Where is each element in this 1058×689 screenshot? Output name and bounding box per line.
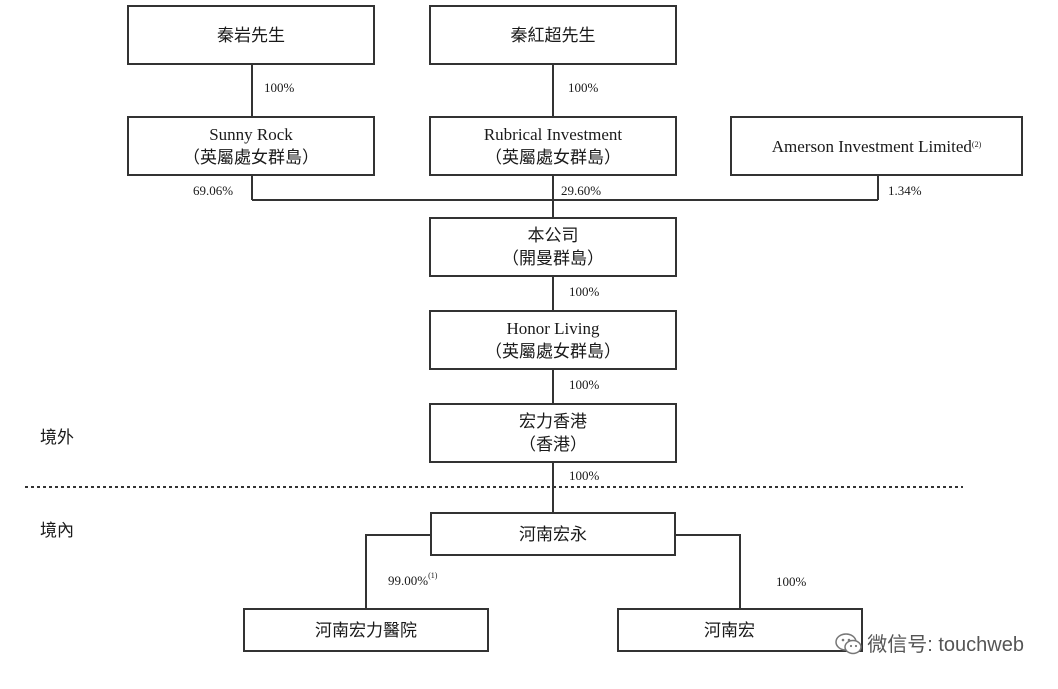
node-rubrical: Rubrical Investment （英屬處女群島）: [429, 116, 677, 176]
node-company: 本公司 （開曼群島）: [429, 217, 677, 277]
zone-offshore-label: 境外: [40, 428, 74, 447]
pct-sunny-company: 69.06%: [193, 183, 234, 198]
line-hongyong-other: [676, 534, 741, 608]
node-henan-hongyong: 河南宏永: [430, 512, 676, 556]
pct-honor-hk: 100%: [569, 377, 600, 392]
node-sunny-rock-name: Sunny Rock: [209, 125, 293, 144]
zone-onshore-label: 境內: [40, 521, 74, 540]
pct-rubrical-company: 29.60%: [561, 183, 602, 198]
node-amerson-name: Amerson Investment Limited(2): [772, 135, 982, 158]
node-qin-yan: 秦岩先生: [127, 5, 375, 65]
line-hongyong-hospital: [365, 534, 430, 608]
pct-qin-hc-rubrical: 100%: [568, 80, 599, 95]
node-henan-hong-other-name: 河南宏: [704, 620, 755, 640]
node-amerson-note: (2): [971, 139, 982, 149]
pct-amerson-company: 1.34%: [888, 183, 922, 198]
node-amerson-text: Amerson Investment Limited: [771, 136, 972, 156]
node-hongli-hk-name: 宏力香港: [519, 412, 587, 431]
node-henan-hospital: 河南宏力醫院: [243, 608, 489, 652]
pct-company-honor: 100%: [569, 284, 600, 299]
node-rubrical-jurisdiction: （英屬處女群島）: [485, 148, 621, 167]
node-honor-living-jurisdiction: （英屬處女群島）: [485, 342, 621, 361]
node-sunny-rock: Sunny Rock （英屬處女群島）: [127, 116, 375, 176]
node-henan-hongyong-name: 河南宏永: [519, 524, 587, 544]
node-qin-hongchao: 秦紅超先生: [429, 5, 677, 65]
watermark-text: 微信号: touchweb: [867, 634, 1024, 656]
node-qin-hongchao-label: 秦紅超先生: [510, 25, 596, 45]
node-amerson: Amerson Investment Limited(2): [730, 116, 1023, 176]
node-company-jurisdiction: （開曼群島）: [502, 249, 604, 268]
pct-hongyong-hospital-value: 99.00%: [388, 573, 429, 588]
pct-hongyong-other: 100%: [776, 574, 807, 589]
pct-hongyong-hospital: 99.00%(1): [388, 571, 438, 589]
node-henan-hospital-name: 河南宏力醫院: [315, 620, 417, 640]
node-hongli-hk: 宏力香港 （香港）: [429, 403, 677, 463]
node-honor-living: Honor Living （英屬處女群島）: [429, 310, 677, 370]
node-honor-living-name: Honor Living: [506, 319, 600, 338]
pct-hk-hongyong: 100%: [569, 468, 600, 483]
node-company-name: 本公司: [527, 226, 579, 245]
pct-hongyong-hospital-note: (1): [428, 571, 438, 580]
node-henan-hong-other: 河南宏: [617, 608, 863, 652]
node-sunny-rock-jurisdiction: （英屬處女群島）: [183, 148, 319, 167]
node-qin-yan-label: 秦岩先生: [217, 25, 285, 45]
node-hongli-hk-jurisdiction: （香港）: [519, 435, 587, 454]
node-rubrical-name: Rubrical Investment: [483, 125, 623, 144]
watermark: 微信号: touchweb: [835, 628, 1024, 657]
pct-qin-yan-sunny: 100%: [264, 80, 295, 95]
wechat-icon: [835, 632, 863, 654]
